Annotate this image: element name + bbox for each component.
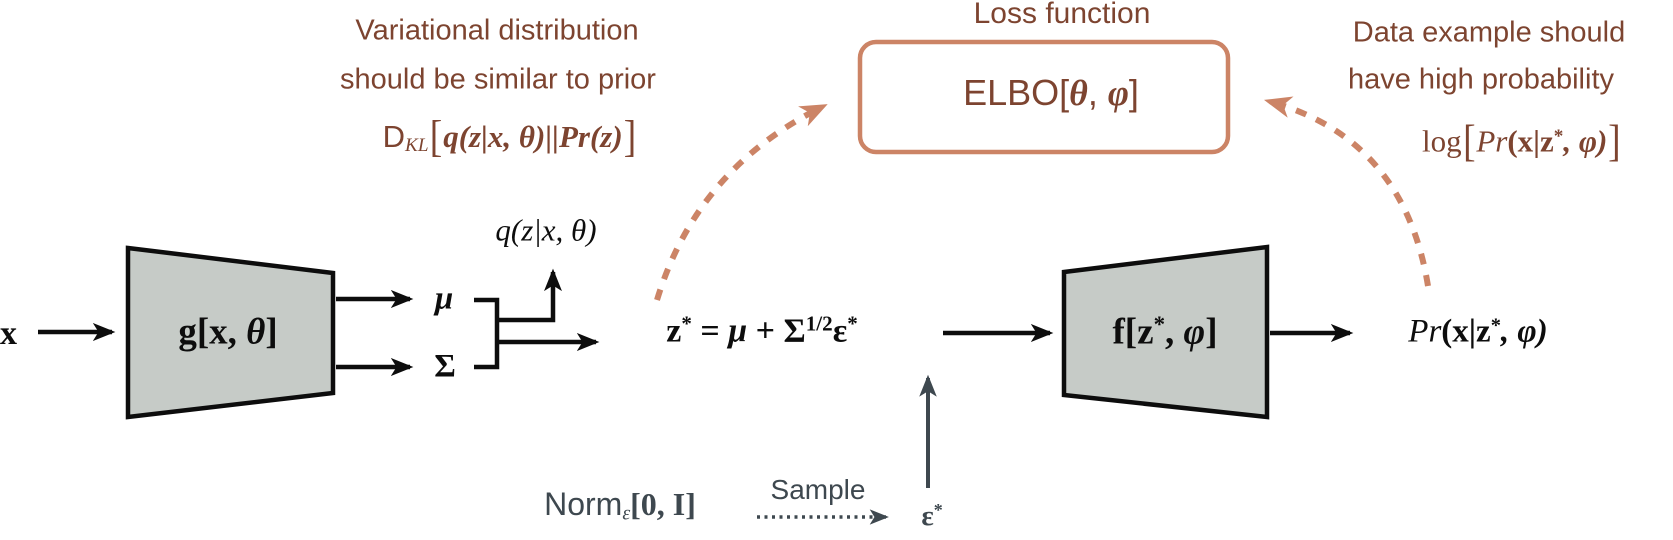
- annotation-right-line1: Data example should: [1352, 16, 1626, 49]
- dkl-subscript: KL: [405, 135, 429, 156]
- output-probability-label: Pr(x|z*, φ): [1408, 315, 1547, 348]
- sample-label: Sample: [770, 474, 866, 505]
- decoder-label-pre: f[z: [1112, 311, 1154, 353]
- elbo-name: ELBO[: [963, 72, 1070, 113]
- noise-distribution-label: Normε[0, I]: [544, 488, 696, 524]
- encoder-theta: θ: [246, 311, 266, 353]
- eq-epsilon-sup: *: [847, 311, 858, 336]
- q-distribution-arrow: [497, 268, 562, 323]
- log-body: (x|z: [1507, 123, 1554, 159]
- dkl-body: q(z|x, θ)||Pr(z): [443, 118, 623, 154]
- decoder-label-mid: ,: [1165, 311, 1184, 353]
- encoder-node: [125, 245, 336, 420]
- annotation-left-formula: DKL[q(z|x, θ)||Pr(z)]: [382, 112, 637, 162]
- dkl-symbol: D: [382, 118, 406, 154]
- z-star-sup: *: [1553, 125, 1564, 147]
- encoder-label-close: ]: [265, 311, 278, 353]
- encoder-label: g[x, θ]: [178, 314, 277, 351]
- q-distribution-label: q(z|x, θ): [495, 212, 597, 248]
- elbo-close: ]: [1128, 72, 1139, 113]
- decoder-phi: φ: [1183, 311, 1206, 353]
- annotation-right-line2: have high probability: [1347, 63, 1615, 96]
- out-z-sup: *: [1490, 314, 1501, 337]
- annotation-right-formula: log[Pr(x|z*, φ)]: [1422, 116, 1621, 166]
- kl-term-dashed-arrow: [654, 103, 828, 301]
- out-body: (x|z: [1441, 313, 1491, 350]
- epsilon-symbol: ε: [921, 499, 934, 532]
- decoder-node: [1061, 244, 1270, 420]
- eq-z-sup: *: [681, 311, 692, 336]
- eq-epsilon: ε: [832, 312, 848, 350]
- input-x-label: x: [0, 315, 17, 352]
- log-symbol: log: [1422, 123, 1462, 159]
- eq-z: z: [666, 312, 682, 350]
- eq-sigma-exponent: 1/2: [805, 311, 833, 336]
- eq-mu: μ: [728, 312, 748, 350]
- annotation-left-line2: should be similar to prior: [340, 63, 656, 96]
- norm-subscript: ε: [622, 502, 631, 525]
- eq-plus: +: [747, 312, 784, 350]
- epsilon-star-label: ε*: [921, 501, 942, 531]
- elbo-phi: φ: [1107, 73, 1129, 113]
- elbo-formula: ELBO[θ, φ]: [963, 72, 1139, 113]
- out-tail: , φ): [1500, 313, 1548, 350]
- annotation-left-line1: Variational distribution: [355, 14, 639, 47]
- decoder-label: f[z*, φ]: [1112, 311, 1218, 353]
- decoder-label-close: ]: [1205, 311, 1218, 353]
- elbo-loss-box: [857, 39, 1231, 155]
- elbo-theta: θ: [1069, 73, 1088, 113]
- log-tail: , φ): [1563, 123, 1608, 159]
- norm-args: [0, I]: [630, 485, 696, 522]
- pr-symbol: Pr: [1476, 123, 1508, 159]
- merge-bracket: [474, 297, 500, 370]
- reparameterization-equation: z* = μ + Σ1/2ε*: [666, 311, 858, 350]
- decoder-z-sup: *: [1153, 312, 1166, 338]
- elbo-comma: ,: [1087, 72, 1108, 113]
- loss-function-title: Loss function: [973, 0, 1151, 30]
- encoder-label-pre: g[x,: [178, 311, 247, 353]
- sigma-label: Σ: [434, 348, 456, 385]
- reconstruction-term-dashed-arrow: [1264, 96, 1431, 287]
- out-pr: Pr: [1408, 313, 1442, 350]
- norm-name: Norm: [544, 485, 623, 522]
- epsilon-sup: *: [933, 500, 943, 521]
- eq-sigma: Σ: [783, 312, 806, 350]
- eq-equals: =: [691, 312, 729, 350]
- mu-label: μ: [434, 280, 454, 317]
